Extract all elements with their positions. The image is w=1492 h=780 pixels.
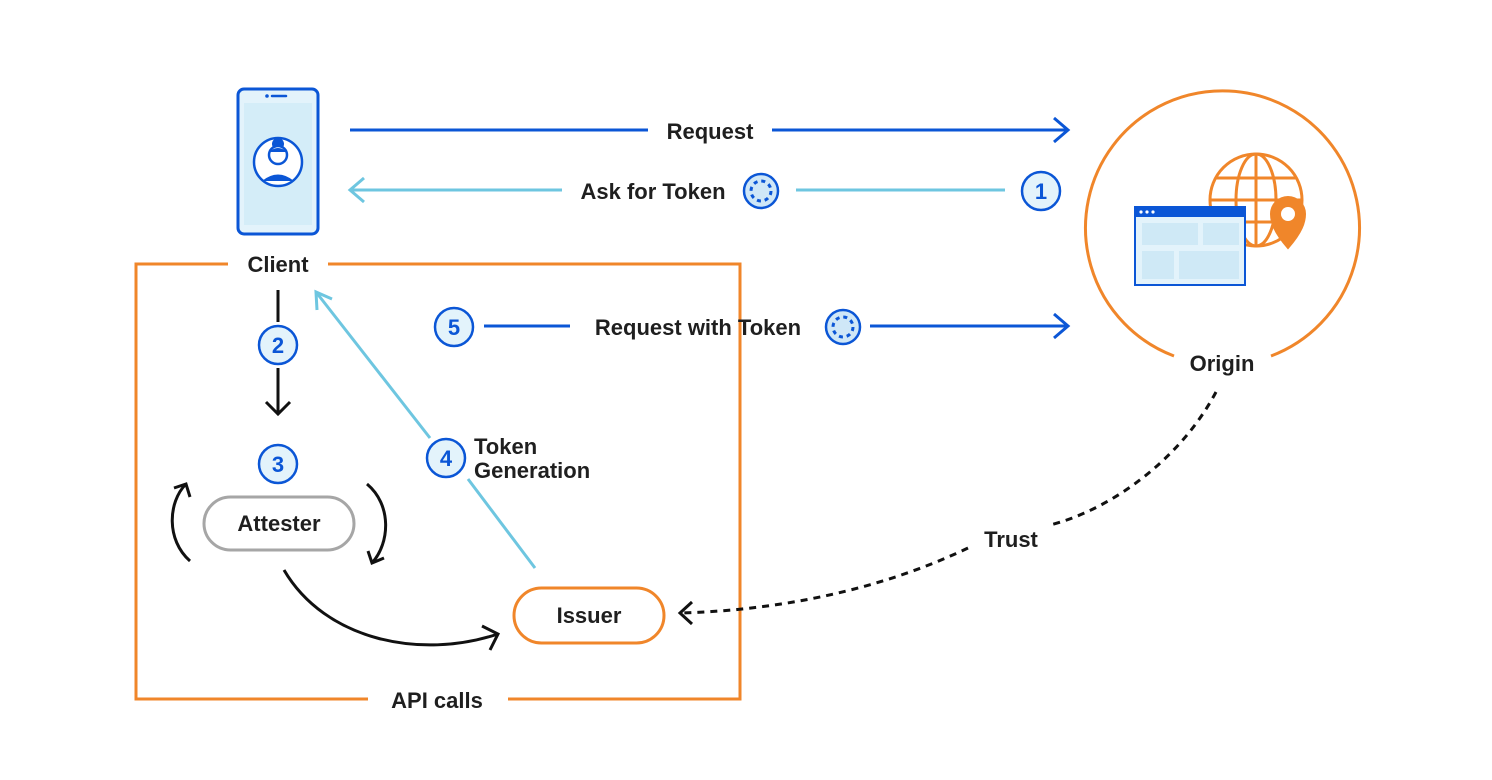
attestation-loop-arrows [170, 482, 388, 566]
token-icon [742, 172, 780, 210]
request-with-token-arrow [484, 312, 1071, 340]
step-badge-1: 1 [1020, 170, 1062, 212]
attester-node [202, 495, 356, 552]
attester-label: Attester [237, 511, 321, 536]
origin-label: Origin [1190, 351, 1255, 376]
request-with-token-label: Request with Token [595, 315, 801, 340]
trust-label: Trust [984, 527, 1038, 552]
request-arrow [350, 116, 1071, 144]
ask-for-token-label: Ask for Token [580, 179, 725, 204]
client-label: Client [247, 252, 309, 277]
globe-browser-location-icon [1134, 152, 1307, 286]
token-generation-label-line2: Generation [474, 458, 590, 483]
request-label: Request [667, 119, 754, 144]
api-calls-label: API calls [391, 688, 483, 713]
step-badge-3: 3 [257, 443, 299, 485]
issuer-node [512, 586, 666, 645]
step-badge-4: 4 [425, 437, 467, 479]
mobile-phone-user-icon [236, 87, 320, 236]
step-badge-5: 5 [433, 306, 475, 348]
token-icon [824, 308, 862, 346]
api-calls-frame [134, 262, 742, 701]
origin-node [1084, 89, 1361, 358]
svg-text:1: 1 [1035, 179, 1047, 204]
token-generation-arrow [314, 289, 537, 569]
svg-text:5: 5 [448, 315, 460, 340]
client-to-attester-arrow [264, 290, 292, 417]
svg-text:3: 3 [272, 452, 284, 477]
ask-for-token-arrow [347, 176, 1005, 204]
token-generation-label-line1: Token [474, 434, 537, 459]
attester-to-issuer-arrow [282, 569, 501, 651]
step-badge-2: 2 [257, 324, 299, 366]
issuer-label: Issuer [557, 603, 622, 628]
svg-text:4: 4 [440, 446, 453, 471]
trust-arrow [677, 391, 1218, 626]
svg-text:2: 2 [272, 333, 284, 358]
